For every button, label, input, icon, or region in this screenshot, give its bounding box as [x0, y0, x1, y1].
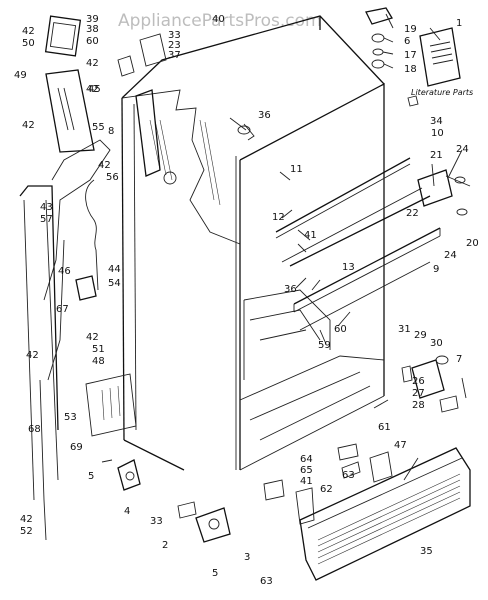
callout-31: 31 [398, 324, 411, 335]
callout-48: 48 [92, 356, 105, 367]
left-trim-and-harness [19, 139, 111, 541]
callout-42a: 42 [22, 26, 35, 37]
callout-69: 69 [70, 442, 83, 453]
lower-left-parts [75, 275, 359, 543]
callout-41a: 41 [304, 230, 317, 241]
callout-60b: 60 [334, 324, 347, 335]
callout-39: 39 [86, 14, 99, 25]
callout-34: 34 [430, 116, 443, 127]
top-right-hardware [365, 7, 419, 107]
callout-42h: 42 [20, 514, 33, 525]
callout-55: 55 [92, 122, 105, 133]
callout-33b: 33 [150, 516, 163, 527]
callout-47: 47 [394, 440, 407, 451]
callout-42f: 42 [86, 332, 99, 343]
callout-61: 61 [378, 422, 391, 433]
interior-fittings [117, 33, 255, 185]
callout-22: 22 [406, 208, 419, 219]
callout-63a: 63 [342, 470, 355, 481]
callout-20: 20 [466, 238, 479, 249]
callout-51: 51 [92, 344, 105, 355]
callout-57: 57 [40, 214, 53, 225]
callout-68: 68 [28, 424, 41, 435]
callout-65: 65 [300, 465, 313, 476]
callout-24a: 24 [456, 144, 469, 155]
hinge-bracket-right [417, 169, 471, 216]
callout-23: 23 [168, 40, 181, 51]
callout-8: 8 [108, 126, 114, 137]
lower-hinge [401, 355, 467, 413]
callout-33a: 33 [168, 30, 181, 41]
callout-28: 28 [412, 400, 425, 411]
callout-11: 11 [290, 164, 303, 175]
callout-62: 62 [320, 484, 333, 495]
callout-37: 37 [168, 50, 181, 61]
callout-46: 46 [58, 266, 71, 277]
callout-42d: 42 [22, 120, 35, 131]
callout-60a: 60 [86, 36, 99, 47]
literature-label: Literature Parts [411, 88, 473, 97]
callout-1: 1 [456, 18, 462, 29]
callout-36b: 36 [284, 284, 297, 295]
callout-50: 50 [22, 38, 35, 49]
callout-42e: 42 [98, 160, 111, 171]
grille [299, 447, 471, 581]
callout-5a: 5 [88, 471, 94, 482]
callout-21: 21 [430, 150, 443, 161]
callout-13: 13 [342, 262, 355, 273]
callout-4: 4 [124, 506, 130, 517]
callout-52: 52 [20, 526, 33, 537]
callout-63b: 63 [260, 576, 273, 587]
callout-10: 10 [431, 128, 444, 139]
callout-27: 27 [412, 388, 425, 399]
leader-lines [229, 13, 463, 481]
callout-41b: 41 [300, 476, 313, 487]
callout-29: 29 [414, 330, 427, 341]
callout-35: 35 [420, 546, 433, 557]
callout-36a: 36 [258, 110, 271, 121]
callout-49: 49 [14, 70, 27, 81]
callout-40: 40 [212, 14, 225, 25]
callout-19: 19 [404, 24, 417, 35]
callout-59: 59 [318, 340, 331, 351]
callout-42c: 42 [86, 84, 99, 95]
callout-7: 7 [456, 354, 462, 365]
callout-42g: 42 [26, 350, 39, 361]
callout-26: 26 [412, 376, 425, 387]
literature-booklet [419, 27, 461, 87]
callout-67: 67 [56, 304, 69, 315]
watermark-text: AppliancePartsPros.com [118, 11, 322, 31]
callout-64: 64 [300, 454, 313, 465]
callout-44: 44 [108, 264, 121, 275]
callout-45: 45 [88, 84, 101, 95]
callout-12: 12 [272, 212, 285, 223]
callout-24b: 24 [444, 250, 457, 261]
callout-18: 18 [404, 64, 417, 75]
callout-43: 43 [40, 202, 53, 213]
callout-42b: 42 [86, 58, 99, 69]
callout-labels: 1 2 3 4 5 5 6 7 8 9 10 11 12 13 17 18 19… [14, 14, 479, 587]
callout-17: 17 [404, 50, 417, 61]
callout-2: 2 [162, 540, 168, 551]
callout-6: 6 [404, 36, 410, 47]
callout-56: 56 [106, 172, 119, 183]
callout-30: 30 [430, 338, 443, 349]
callout-38: 38 [86, 24, 99, 35]
callout-5b: 5 [212, 568, 218, 579]
callout-9: 9 [433, 264, 439, 275]
control-housing [44, 15, 95, 153]
callout-3: 3 [244, 552, 250, 563]
callout-54: 54 [108, 278, 121, 289]
callout-53: 53 [64, 412, 77, 423]
shelf-rails [275, 157, 441, 331]
cabinet [121, 15, 385, 471]
